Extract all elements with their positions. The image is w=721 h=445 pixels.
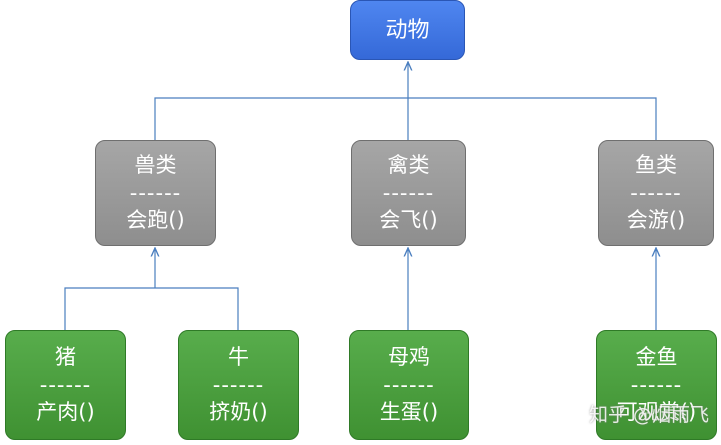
- root-node-label: 动物: [385, 17, 430, 43]
- leaf-node-hen: 母鸡 ------ 生蛋(): [349, 330, 469, 440]
- category-node-separator: ------: [129, 181, 182, 205]
- category-node-method: 会游(): [626, 208, 686, 232]
- leaf-node-method: 产肉(): [36, 400, 95, 424]
- category-node-method: 会飞(): [379, 208, 438, 232]
- category-node-name: 禽类: [387, 153, 430, 177]
- category-node-fish: 鱼类 ------ 会游(): [598, 140, 714, 246]
- beast-children-connector: [64, 248, 239, 330]
- category-node-beast: 兽类 ------ 会跑(): [95, 140, 216, 246]
- root-node-animal: 动物: [350, 0, 465, 60]
- leaf-node-name: 金鱼: [635, 345, 678, 369]
- leaf-node-method: 可观赏(): [616, 400, 697, 424]
- category-node-name: 鱼类: [635, 153, 677, 177]
- leaf-node-separator: ------: [212, 373, 265, 397]
- watermark-text: 知乎 @烟雨飞: [588, 404, 709, 426]
- category-node-separator: ------: [630, 181, 682, 205]
- category-to-root-connector: [154, 62, 657, 140]
- leaf-node-goldfish: 金鱼 ------ 可观赏(): [596, 330, 717, 440]
- leaf-node-name: 母鸡: [388, 345, 430, 369]
- leaf-node-separator: ------: [383, 373, 435, 397]
- leaf-node-name: 猪: [55, 345, 76, 369]
- category-node-name: 兽类: [134, 153, 177, 177]
- leaf-node-separator: ------: [630, 373, 683, 397]
- leaf-node-name: 牛: [228, 345, 249, 369]
- leaf-node-cow: 牛 ------ 挤奶(): [178, 330, 299, 440]
- leaf-node-separator: ------: [39, 373, 92, 397]
- leaf-node-method: 挤奶(): [209, 400, 268, 424]
- leaf-node-method: 生蛋(): [379, 400, 439, 424]
- category-node-separator: ------: [382, 181, 435, 205]
- category-node-bird: 禽类 ------ 会飞(): [351, 140, 466, 246]
- leaf-node-pig: 猪 ------ 产肉(): [5, 330, 126, 440]
- category-node-method: 会跑(): [126, 208, 185, 232]
